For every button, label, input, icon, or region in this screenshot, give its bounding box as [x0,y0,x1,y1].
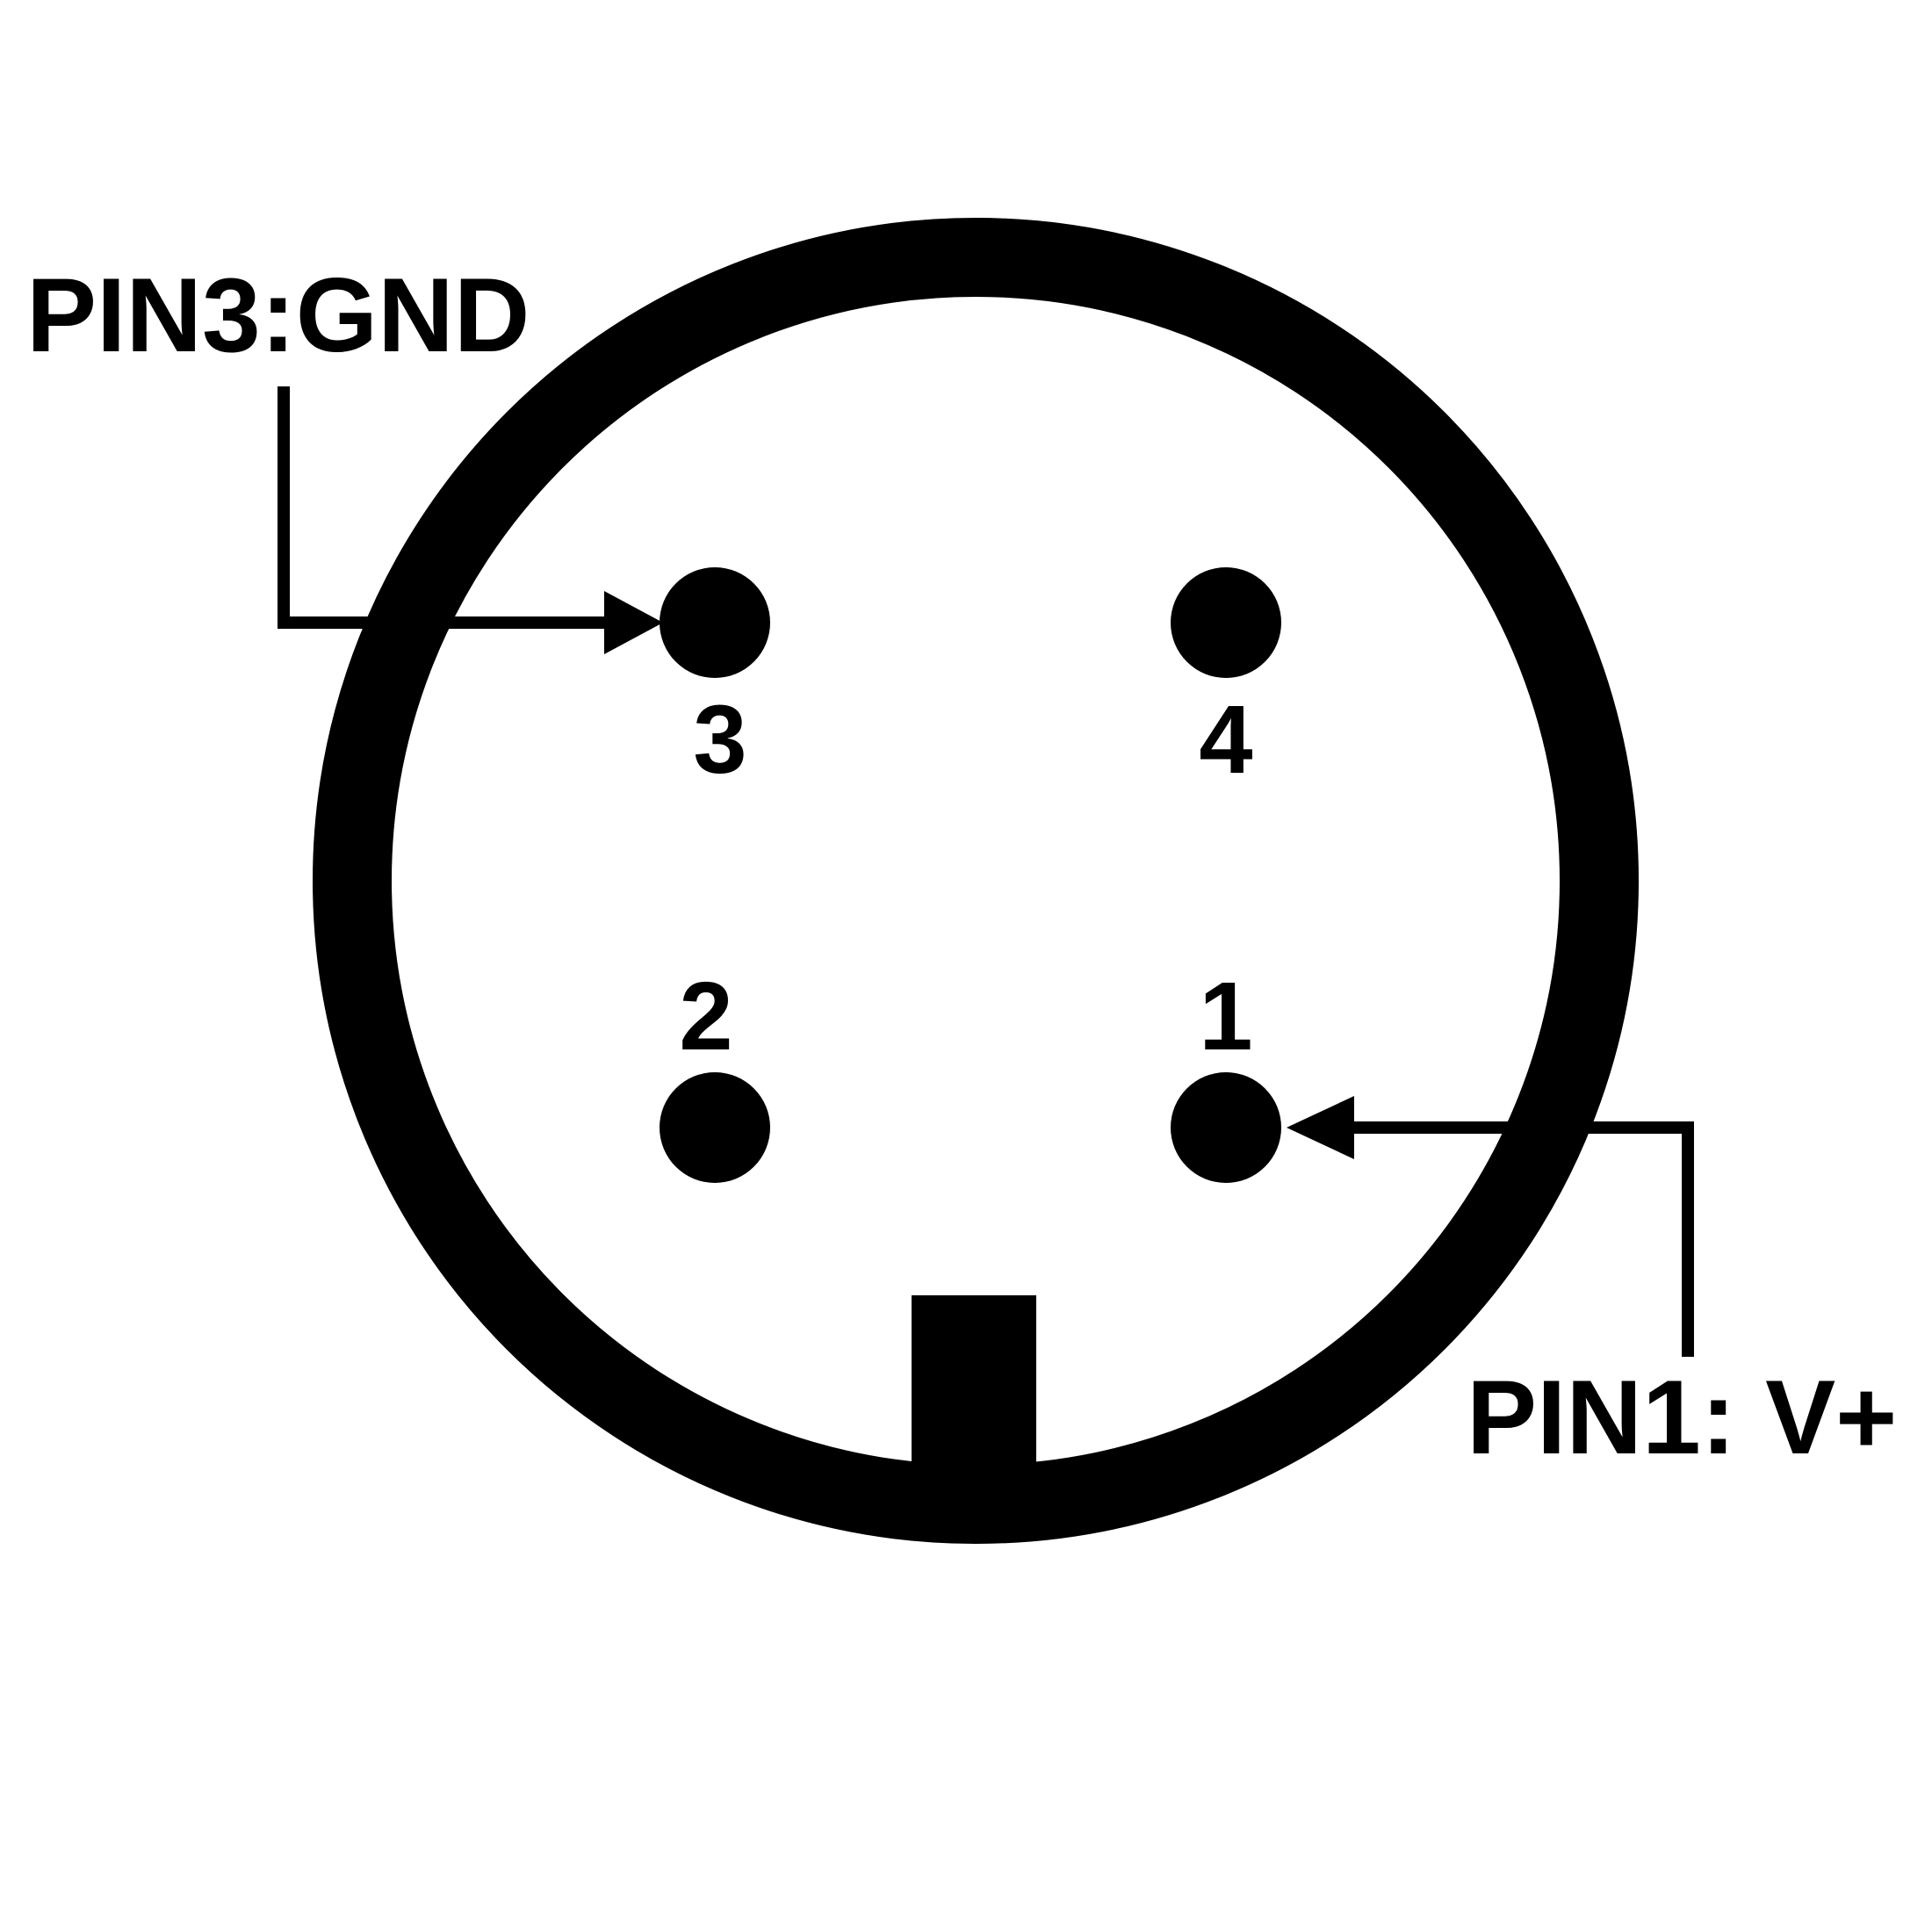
pin3-annotation-label: PIN3:GND [26,256,530,374]
pin3-leader-line [278,386,606,629]
pin-1 [1171,1072,1281,1183]
pin-4-number: 4 [1199,686,1252,794]
connector-body [313,218,1639,1544]
pin-2-number: 2 [679,962,732,1071]
pin-3 [660,567,770,678]
pin1-leader-arrow [1287,1096,1694,1357]
pin-3-number: 3 [693,686,746,794]
pin1-arrowhead-icon [1287,1096,1354,1159]
keying-notch [912,1295,1036,1493]
pin-1-number: 1 [1199,962,1252,1071]
pin1-annotation-label: PIN1: V+ [1467,1359,1897,1476]
pin3-leader-arrow [278,386,663,654]
pin3-arrowhead-icon [604,591,663,654]
pin-4 [1171,567,1281,678]
pin1-leader-line [1352,1121,1694,1357]
pin-2 [660,1072,770,1183]
